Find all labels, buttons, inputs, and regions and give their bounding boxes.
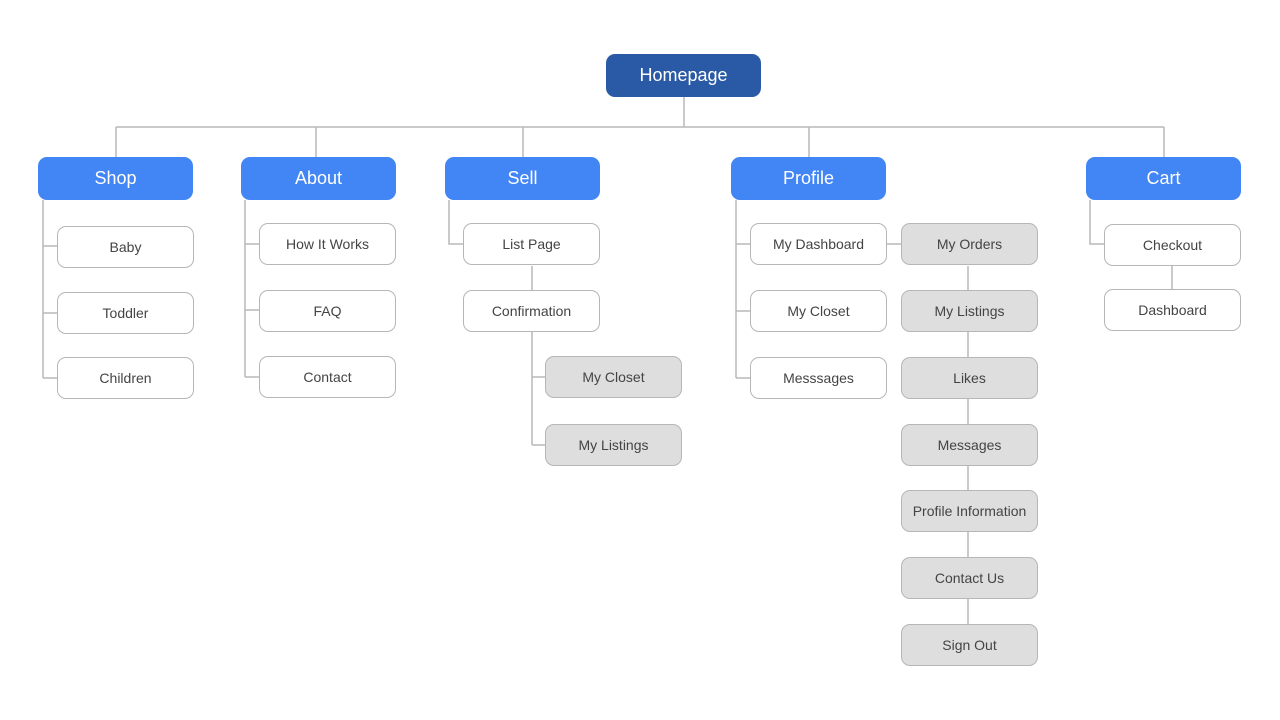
sell-node[interactable]: Sell bbox=[445, 157, 600, 200]
dashboard-profile-information-node[interactable]: Profile Information bbox=[901, 490, 1038, 532]
sell-confirmation-node[interactable]: Confirmation bbox=[463, 290, 600, 332]
homepage-node[interactable]: Homepage bbox=[606, 54, 761, 97]
shop-node[interactable]: Shop bbox=[38, 157, 193, 200]
sell-my-closet-node[interactable]: My Closet bbox=[545, 356, 682, 398]
profile-node[interactable]: Profile bbox=[731, 157, 886, 200]
about-faq-node[interactable]: FAQ bbox=[259, 290, 396, 332]
profile-my-dashboard-node[interactable]: My Dashboard bbox=[750, 223, 887, 265]
dashboard-contact-us-node[interactable]: Contact Us bbox=[901, 557, 1038, 599]
shop-children-node[interactable]: Children bbox=[57, 357, 194, 399]
shop-toddler-node[interactable]: Toddler bbox=[57, 292, 194, 334]
about-how-it-works-node[interactable]: How It Works bbox=[259, 223, 396, 265]
cart-node[interactable]: Cart bbox=[1086, 157, 1241, 200]
cart-dashboard-node[interactable]: Dashboard bbox=[1104, 289, 1241, 331]
dashboard-sign-out-node[interactable]: Sign Out bbox=[901, 624, 1038, 666]
sell-my-listings-node[interactable]: My Listings bbox=[545, 424, 682, 466]
dashboard-likes-node[interactable]: Likes bbox=[901, 357, 1038, 399]
cart-checkout-node[interactable]: Checkout bbox=[1104, 224, 1241, 266]
sell-list-page-node[interactable]: List Page bbox=[463, 223, 600, 265]
dashboard-messages-node[interactable]: Messages bbox=[901, 424, 1038, 466]
profile-messsages-node[interactable]: Messsages bbox=[750, 357, 887, 399]
about-node[interactable]: About bbox=[241, 157, 396, 200]
dashboard-my-listings-node[interactable]: My Listings bbox=[901, 290, 1038, 332]
shop-baby-node[interactable]: Baby bbox=[57, 226, 194, 268]
dashboard-my-orders-node[interactable]: My Orders bbox=[901, 223, 1038, 265]
about-contact-node[interactable]: Contact bbox=[259, 356, 396, 398]
profile-my-closet-node[interactable]: My Closet bbox=[750, 290, 887, 332]
